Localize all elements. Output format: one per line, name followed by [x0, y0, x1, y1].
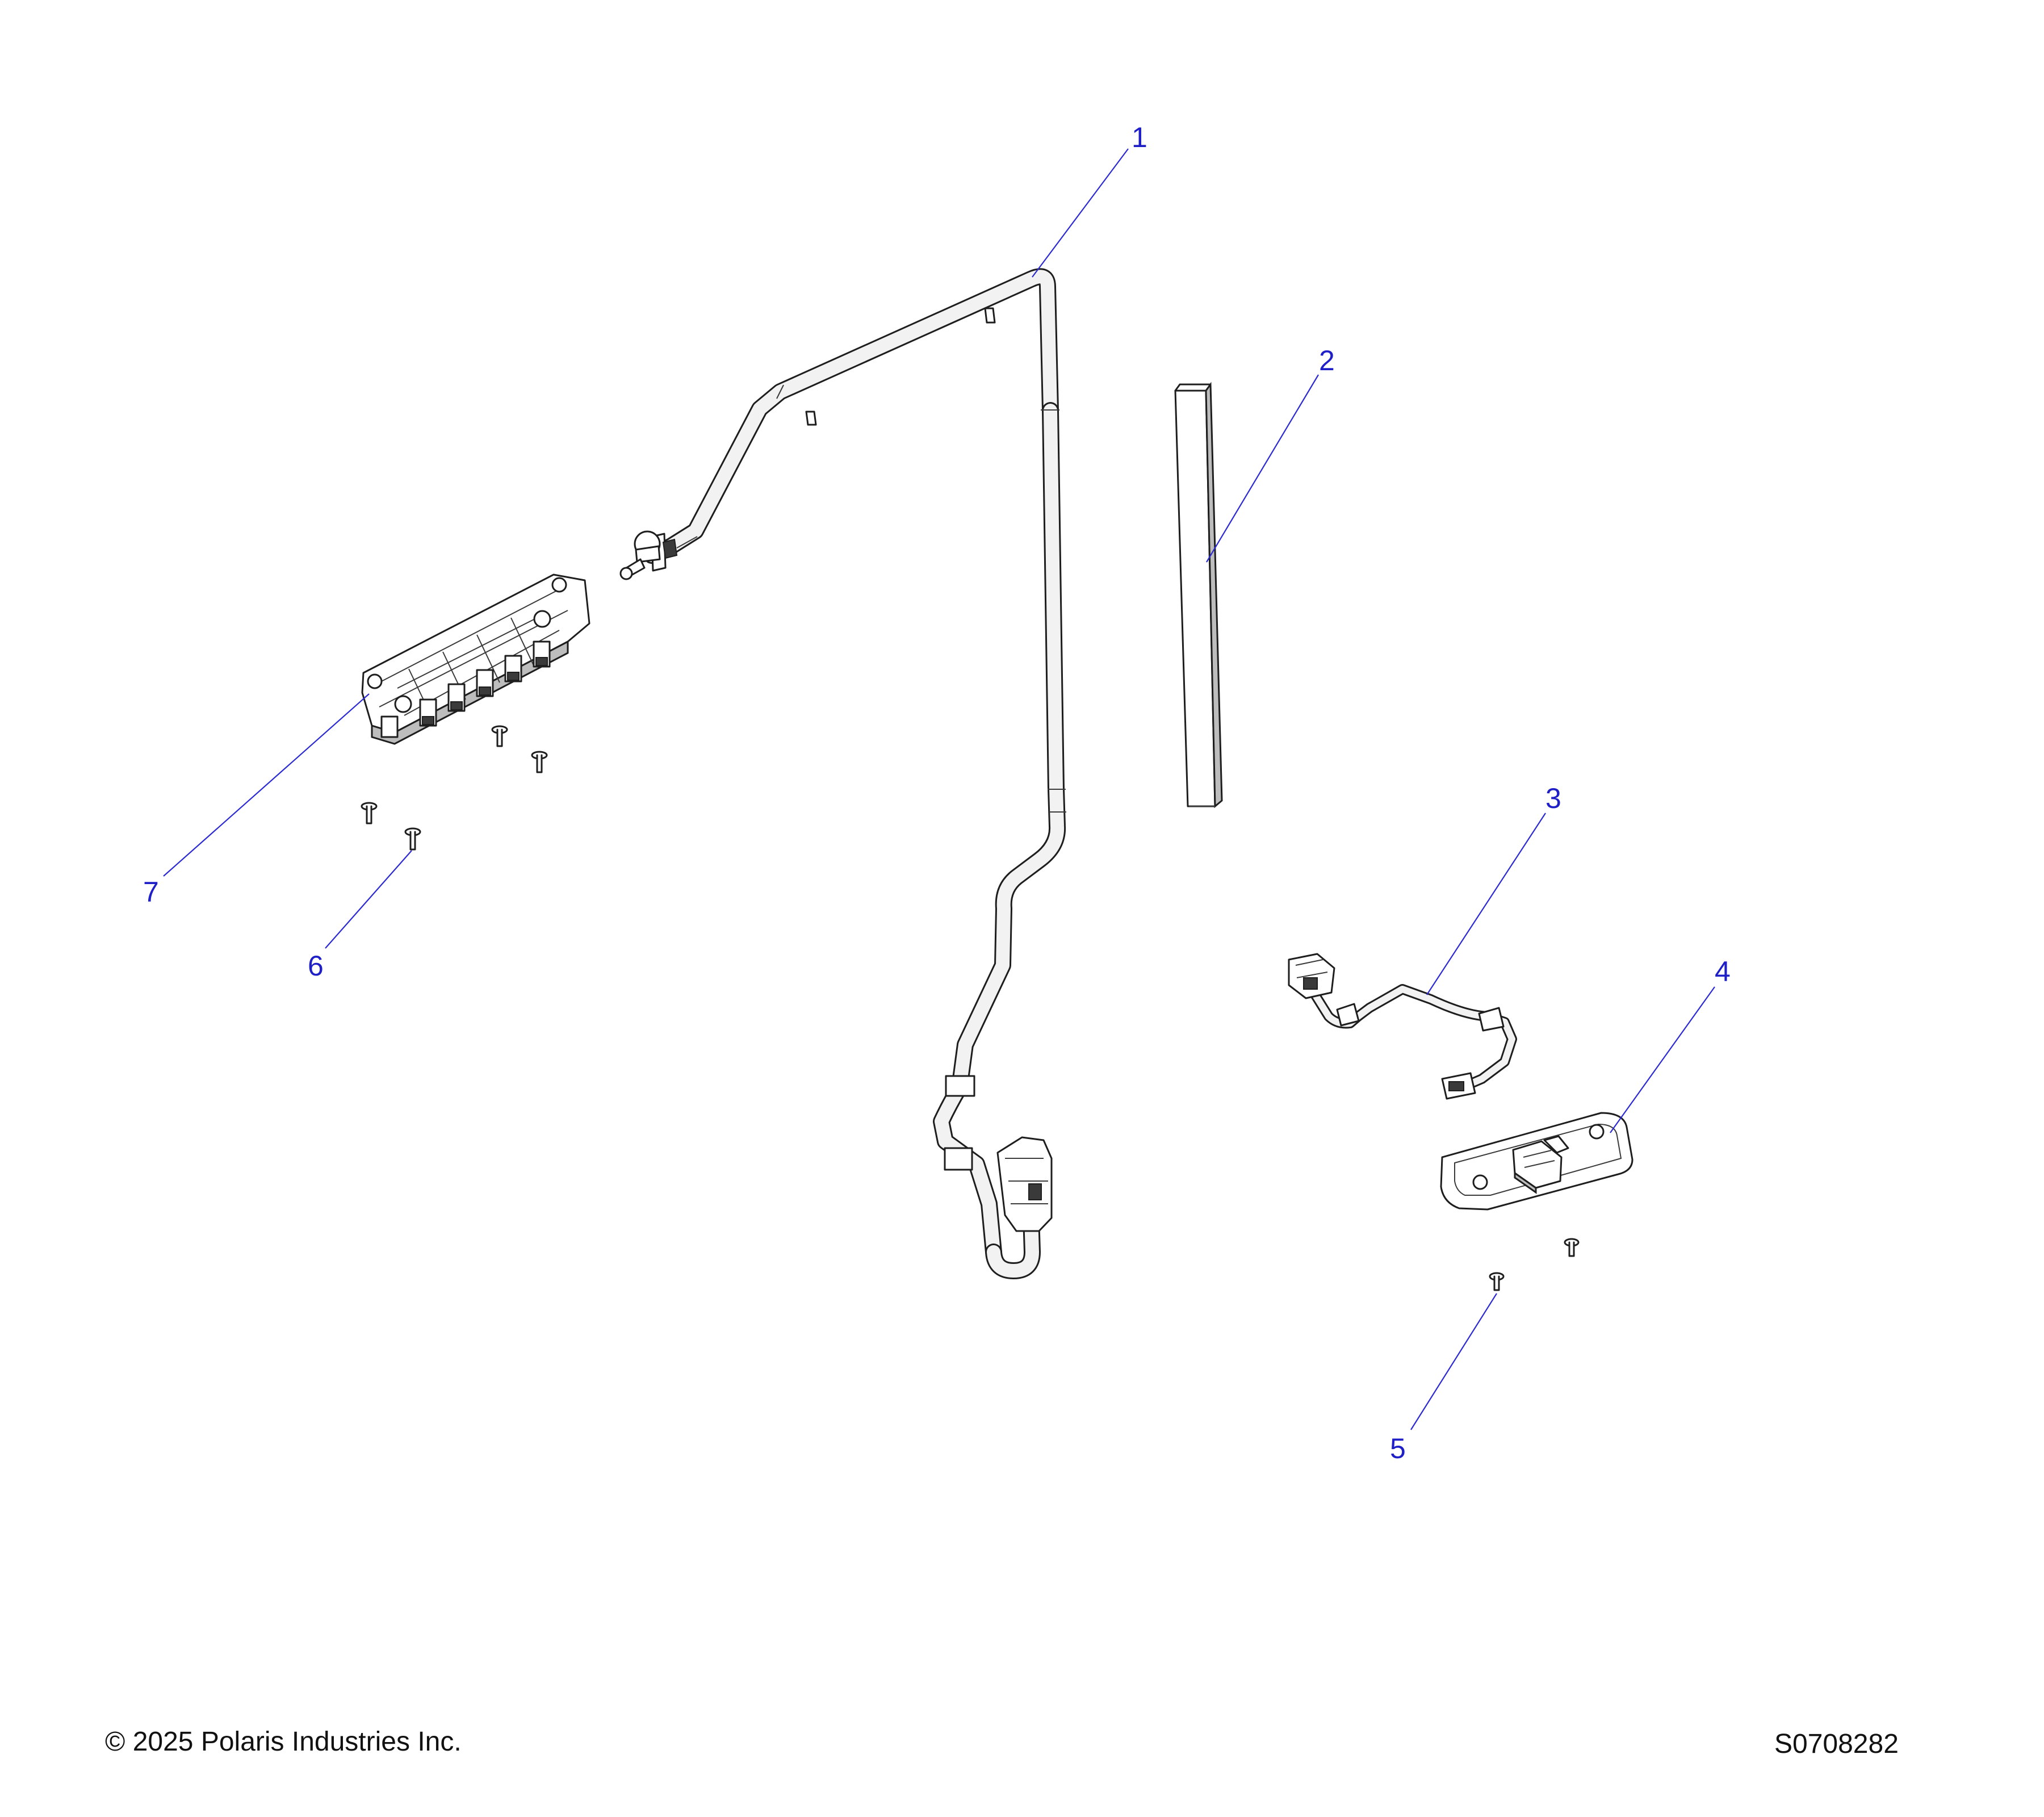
leader-3: [1426, 813, 1546, 995]
callout-7: 7: [143, 876, 159, 908]
callout-3: 3: [1545, 782, 1561, 814]
fuse-block-tabs: [380, 640, 551, 738]
drawing-number: S0708282: [1774, 1729, 1899, 1759]
leader-6: [325, 850, 412, 949]
callout-2: 2: [1319, 345, 1335, 376]
callout-6: 6: [308, 950, 324, 982]
screws-part-5: [1489, 1238, 1580, 1291]
screw-6d: [404, 827, 421, 851]
callout-labels: 1 2 3 4 5 6 7: [143, 122, 1731, 1464]
screws-part-6: [361, 725, 548, 851]
callout-5: 5: [1390, 1433, 1406, 1464]
screw-5b: [1489, 1272, 1505, 1291]
copyright-notice: © 2025 Polaris Industries Inc.: [105, 1727, 462, 1757]
leader-2: [1206, 374, 1319, 563]
screw-6c: [361, 802, 378, 824]
screw-6b: [531, 751, 548, 773]
fuse-block-part-7: [361, 573, 590, 745]
leader-4: [1610, 986, 1715, 1133]
wire-harness-part-1: [619, 268, 1066, 1279]
leader-7: [163, 693, 370, 877]
callout-4: 4: [1715, 956, 1731, 987]
callout-1: 1: [1132, 122, 1147, 153]
screw-5a: [1564, 1238, 1580, 1257]
screw-6a: [491, 725, 508, 747]
sub-harness-part-3: [1288, 953, 1517, 1100]
leader-lines: [163, 148, 1715, 1430]
leader-5: [1410, 1293, 1497, 1430]
foam-strip-part-2: [1174, 382, 1223, 809]
leader-1: [1032, 148, 1129, 278]
bracket-plate-part-4: [1440, 1112, 1633, 1211]
